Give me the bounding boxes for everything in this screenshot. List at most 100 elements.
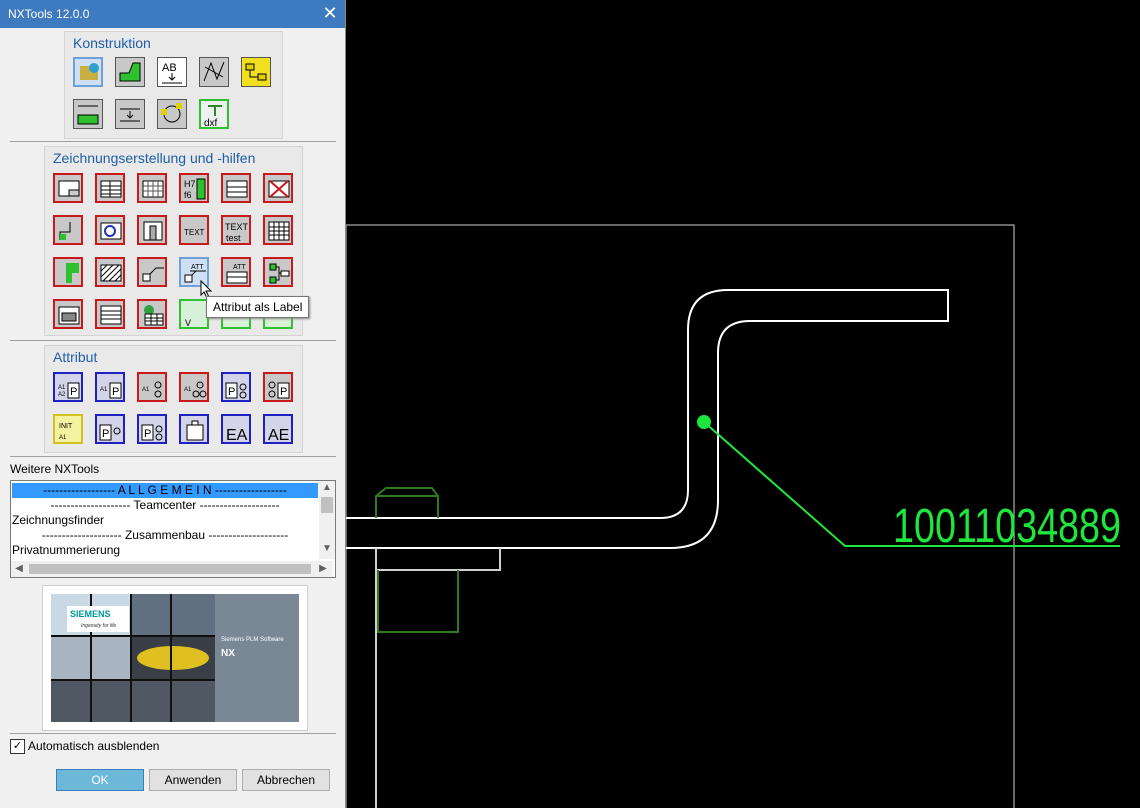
tool-zeichnung-15[interactable] — [137, 257, 167, 287]
tool-zeichnung-13[interactable] — [53, 257, 83, 287]
ok-button[interactable]: OK — [56, 769, 144, 791]
tool-konstruktion-2[interactable] — [115, 57, 145, 87]
horizontal-scrollbar[interactable]: ◀ ▶ — [11, 561, 333, 577]
ab-text-icon: AB — [162, 62, 182, 84]
tools-list[interactable]: ------------------ A L L G E M E I N ---… — [10, 480, 336, 578]
tool-attribut-6[interactable]: P — [263, 372, 293, 402]
scroll-left-icon[interactable]: ◀ — [15, 563, 23, 574]
vertical-scrollbar[interactable]: ▲ ▼ — [319, 481, 335, 559]
tool-attribut-3[interactable]: A1 — [137, 372, 167, 402]
dxf-export-icon: dxf — [204, 105, 222, 128]
tool-zeichnung-18[interactable] — [263, 257, 293, 287]
tool-konstruktion-8[interactable] — [157, 99, 187, 129]
tool-attribut-ea[interactable]: EA — [221, 414, 251, 444]
group-title-attribut: Attribut — [53, 349, 98, 365]
tool-attribut-als-label[interactable]: ATT — [179, 257, 209, 287]
list-item[interactable]: -------------------- Zusammenbau -------… — [41, 528, 289, 542]
tool-konstruktion-4[interactable] — [199, 57, 229, 87]
table-grid-icon — [268, 221, 290, 241]
label-text[interactable]: 10011034889 — [893, 500, 1121, 553]
tool-attribut-8[interactable]: P — [95, 414, 125, 444]
attr-ae-icon: AE — [268, 427, 289, 443]
title-block-icon — [100, 180, 122, 198]
tool-attribut-10[interactable] — [179, 414, 209, 444]
tool-attribut-ae[interactable]: AE — [263, 414, 293, 444]
tool-konstruktion-5[interactable] — [241, 57, 271, 87]
scroll-thumb-horizontal[interactable] — [29, 564, 311, 574]
tool-attribut-9[interactable]: P — [137, 414, 167, 444]
gear-part-icon — [80, 63, 99, 80]
tool-zeichnung-1[interactable] — [53, 173, 83, 203]
tool-zeichnung-2[interactable] — [95, 173, 125, 203]
close-button[interactable]: ✕ — [319, 2, 341, 24]
splash-brand: SIEMENS — [70, 609, 111, 619]
svg-text:A1: A1 — [100, 387, 108, 393]
tool-zeichnung-20[interactable] — [95, 299, 125, 329]
tool-zeichnung-8[interactable] — [95, 215, 125, 245]
list-item[interactable]: ------------------ A L L G E M E I N ---… — [12, 483, 318, 498]
svg-text:V: V — [185, 318, 191, 328]
svg-text:ATT: ATT — [191, 264, 204, 271]
scroll-down-icon[interactable]: ▼ — [322, 543, 332, 554]
list-item[interactable]: -------------------- Teamcenter --------… — [50, 498, 280, 512]
tool-konstruktion-1[interactable] — [73, 57, 103, 87]
checkbox-check-icon[interactable]: ✓ — [10, 739, 25, 754]
component-vertical-edge — [375, 548, 501, 808]
svg-text:TEXT: TEXT — [184, 228, 205, 237]
tool-zeichnung-5[interactable] — [221, 173, 251, 203]
component-bottom — [377, 570, 459, 633]
cancel-button[interactable]: Abbrechen — [242, 769, 330, 791]
scroll-up-icon[interactable]: ▲ — [322, 482, 332, 493]
insert-line-icon — [120, 108, 140, 122]
scroll-thumb[interactable] — [321, 497, 333, 513]
apply-button[interactable]: Anwenden — [149, 769, 237, 791]
attribute-label-icon: ATT — [184, 264, 206, 283]
scroll-right-icon[interactable]: ▶ — [319, 563, 327, 574]
tool-zeichnung-12[interactable] — [263, 215, 293, 245]
tool-zeichnung-10[interactable]: TEXT — [179, 215, 209, 245]
svg-text:A1: A1 — [59, 435, 67, 441]
view-green-icon: V — [185, 318, 191, 328]
list-item[interactable]: Privatnummerierung — [12, 543, 121, 557]
svg-text:AE: AE — [268, 427, 289, 443]
svg-text:ATT: ATT — [233, 264, 246, 271]
tooltip: Attribut als Label — [206, 296, 310, 318]
tool-zeichnung-17[interactable]: ATT — [221, 257, 251, 287]
svg-text:A1: A1 — [58, 385, 66, 391]
attr-tree-2-icon: A1 — [184, 381, 207, 398]
svg-text:P: P — [280, 386, 287, 398]
tool-zeichnung-19[interactable] — [53, 299, 83, 329]
section-view-icon — [143, 221, 163, 241]
corner-view-icon — [59, 222, 71, 240]
tool-zeichnung-9[interactable] — [137, 215, 167, 245]
tool-konstruktion-3[interactable]: AB — [157, 57, 187, 87]
hatch-icon — [100, 264, 122, 282]
tool-konstruktion-6[interactable] — [73, 99, 103, 129]
tool-zeichnung-22[interactable]: V — [179, 299, 209, 329]
tool-konstruktion-dxf[interactable]: dxf — [199, 99, 229, 129]
window-title: NXTools 12.0.0 — [8, 7, 90, 21]
svg-text:H7: H7 — [184, 179, 196, 189]
svg-text:test: test — [226, 233, 241, 243]
tool-zeichnung-3[interactable] — [137, 173, 167, 203]
tool-zeichnung-21[interactable] — [137, 299, 167, 329]
group-title-konstruktion: Konstruktion — [73, 35, 151, 51]
list-item[interactable]: Zeichnungsfinder — [12, 513, 105, 527]
tool-attribut-5[interactable]: P — [221, 372, 251, 402]
tool-zeichnung-7[interactable] — [53, 215, 83, 245]
tool-zeichnung-14[interactable] — [95, 257, 125, 287]
attr-p-compare-icon: P — [141, 424, 163, 441]
tool-zeichnung-6[interactable] — [263, 173, 293, 203]
svg-text:dxf: dxf — [204, 118, 218, 128]
assembly-icon — [245, 63, 267, 81]
profile-outline — [346, 289, 949, 549]
tool-attribut-4[interactable]: A1 — [179, 372, 209, 402]
tool-konstruktion-7[interactable] — [115, 99, 145, 129]
